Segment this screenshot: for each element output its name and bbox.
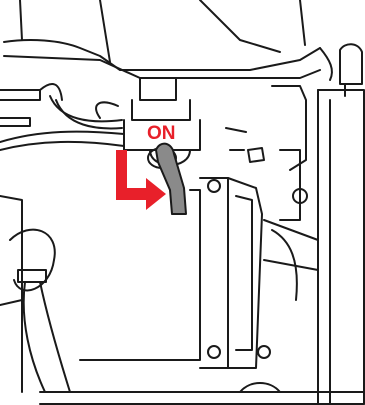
vertical-plate (190, 178, 270, 368)
top-right-knob (340, 44, 362, 96)
right-frame (264, 86, 364, 404)
lower-base (40, 360, 364, 404)
cables (0, 96, 124, 150)
on-label: ON (147, 123, 176, 144)
valve-lever-icon (156, 144, 186, 214)
pivot-bolt (226, 128, 264, 162)
left-frame (0, 84, 70, 392)
top-housing (4, 0, 332, 80)
